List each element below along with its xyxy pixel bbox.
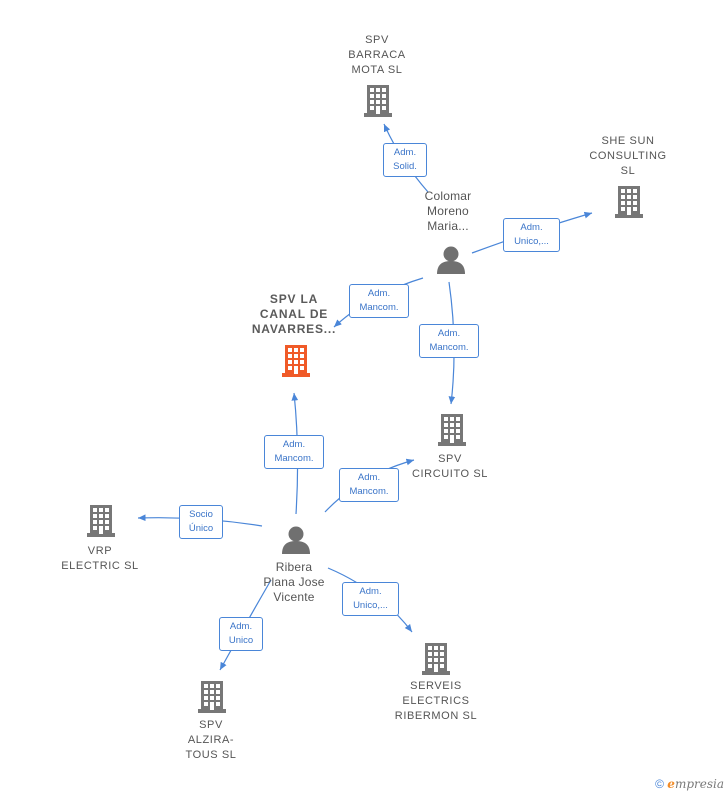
label-line: ALZIRA- [187,734,235,746]
copyright-symbol: © [655,777,664,791]
label-line: Maria... [427,219,469,233]
label-line: ELECTRIC SL [61,560,139,572]
label-line: SPV [365,34,389,46]
label-line: SPV LA [269,292,319,306]
building-icon-serveis [422,643,450,675]
label-line: NAVARRES... [251,322,337,336]
label-line: SPV [199,719,223,731]
label-line: ELECTRICS [402,695,470,707]
building-icon-shesun [615,186,643,218]
node-label-ribera[interactable]: Ribera Plana Jose Vicente [254,560,334,605]
node-label-lacanal[interactable]: SPV LA CANAL DE NAVARRES... [246,292,342,337]
edge-label-ribera-lacanal[interactable]: Adm. Mancom. [264,435,324,469]
edge-label-line: Adm. [393,147,417,158]
node-label-circuito[interactable]: SPV CIRCUITO SL [404,452,496,482]
edge-label-line: Adm. [357,472,381,483]
edge-label-line: Mancom. [359,302,399,313]
edge-label-line: Único [188,523,214,534]
edge-label-line: Adm. [359,586,382,597]
edge-label-line: Socio [189,509,213,520]
label-line: CANAL DE [259,307,329,321]
node-label-alzira[interactable]: SPV ALZIRA- TOUS SL [176,718,246,763]
label-line: Colomar [424,189,472,203]
building-icon-lacanal [282,345,310,377]
edge-label-ribera-circuito[interactable]: Adm. Mancom. [339,468,399,502]
edge-label-colomar-barraca[interactable]: Adm. Solid. [383,143,427,177]
person-icon-ribera [282,526,310,554]
edge-label-line: Adm. [367,288,391,299]
building-icon-circuito [438,414,466,446]
edge-label-line: Adm. [282,439,306,450]
node-label-vrp[interactable]: VRP ELECTRIC SL [54,544,146,574]
edge-label-line: Mancom. [274,453,314,464]
label-line: RIBERMON SL [394,710,478,722]
label-line: SL [620,165,636,177]
label-line: VRP [87,545,113,557]
edge-label-line: Solid. [393,161,417,172]
node-label-barraca[interactable]: SPV BARRACA MOTA SL [336,33,418,78]
brand-watermark: © empresia [655,777,724,791]
label-line: Vicente [273,590,315,604]
node-label-serveis[interactable]: SERVEIS ELECTRICS RIBERMON SL [386,679,486,724]
building-icon-alzira [198,681,226,713]
edge-label-colomar-shesun[interactable]: Adm. Unico,... [503,218,560,252]
label-line: CONSULTING [589,150,667,162]
label-line: BARRACA [348,49,406,61]
label-line: Plana Jose [263,575,325,589]
label-line: Moreno [427,204,469,218]
building-icon-vrp [87,505,115,537]
node-label-shesun[interactable]: SHE SUN CONSULTING SL [582,134,674,179]
label-line: SERVEIS [410,680,462,692]
label-line: SHE SUN [601,135,655,147]
edge-label-colomar-circuito[interactable]: Adm. Mancom. [419,324,479,358]
brand-logo-initial: e [667,777,675,791]
edge-label-line: Unico,... [514,236,549,247]
label-line: MOTA SL [351,64,403,76]
edge-label-line: Unico,... [353,600,388,611]
edge-label-ribera-alzira[interactable]: Adm. Unico [219,617,263,651]
label-line: SPV [438,453,462,465]
edge-label-ribera-vrp[interactable]: Socio Único [179,505,223,539]
edge-label-line: Mancom. [429,342,469,353]
label-line: CIRCUITO SL [411,468,489,480]
label-line: TOUS SL [185,749,237,761]
edge-label-line: Unico [228,635,254,646]
edge-label-line: Adm. [437,328,461,339]
edge-label-ribera-serveis[interactable]: Adm. Unico,... [342,582,399,616]
edge-label-line: Adm. [229,621,253,632]
label-line: Ribera [275,560,313,574]
brand-logo-name: mpresia [674,777,724,791]
node-label-colomar[interactable]: Colomar Moreno Maria... [412,189,484,234]
edge-label-colomar-lacanal[interactable]: Adm. Mancom. [349,284,409,318]
building-icon-barraca [364,85,392,117]
edge-label-line: Mancom. [349,486,389,497]
edge-label-line: Adm. [520,222,543,233]
person-icon-colomar [437,246,465,274]
